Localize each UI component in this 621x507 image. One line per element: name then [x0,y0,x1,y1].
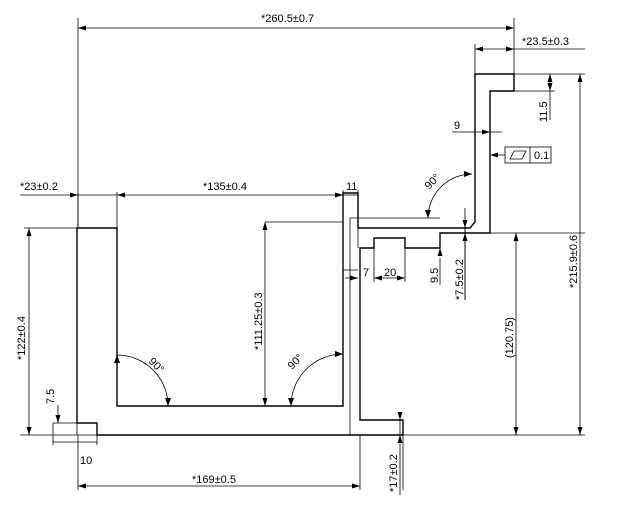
dim-inner-width: *135±0.4 [203,181,247,193]
dim-left-height: *122±0.4 [16,316,28,360]
dim-overall-width: *260.5±0.7 [261,13,314,25]
dimension-lines [20,27,585,495]
part-outline [76,73,515,436]
dim-step-7: 7 [363,267,369,279]
dim-step-20: 20 [384,267,396,279]
flatness-tolerance-frame: 0.1 [504,146,552,164]
dim-right-height: *215.9±0.6 [568,235,580,288]
angle-label-top: 90° [423,172,443,192]
dim-left-flange: *23±0.2 [20,181,58,193]
dim-tab-offset: 9 [454,120,460,132]
arc-arrows [114,171,472,406]
extension-lines [24,18,585,490]
dim-bottom-width: *169±0.5 [192,474,236,486]
dim-foot-height: 7.5 [45,389,57,404]
geometry-lines [20,217,440,436]
dim-foot-width: 10 [80,455,92,467]
dim-step-height: *7.5±0.2 [454,259,466,300]
parallelogram-icon [509,150,527,160]
flatness-value: 0.1 [534,150,549,162]
dim-tab-height: 11.5 [538,101,550,122]
dim-ref-height: (120.75) [504,317,516,358]
dim-slot-width: 11 [346,181,357,193]
dim-top-tab-width: *23.5±0.3 [522,36,569,48]
arrowheads [26,25,583,489]
angle-label-left: 90° [146,356,166,376]
angle-label-right: 90° [286,352,306,372]
dim-bottom-step: *17±0.2 [388,454,400,492]
dim-step-9-5: 9.5 [429,268,441,283]
dim-inner-height: *111.25±0.3 [253,292,265,350]
